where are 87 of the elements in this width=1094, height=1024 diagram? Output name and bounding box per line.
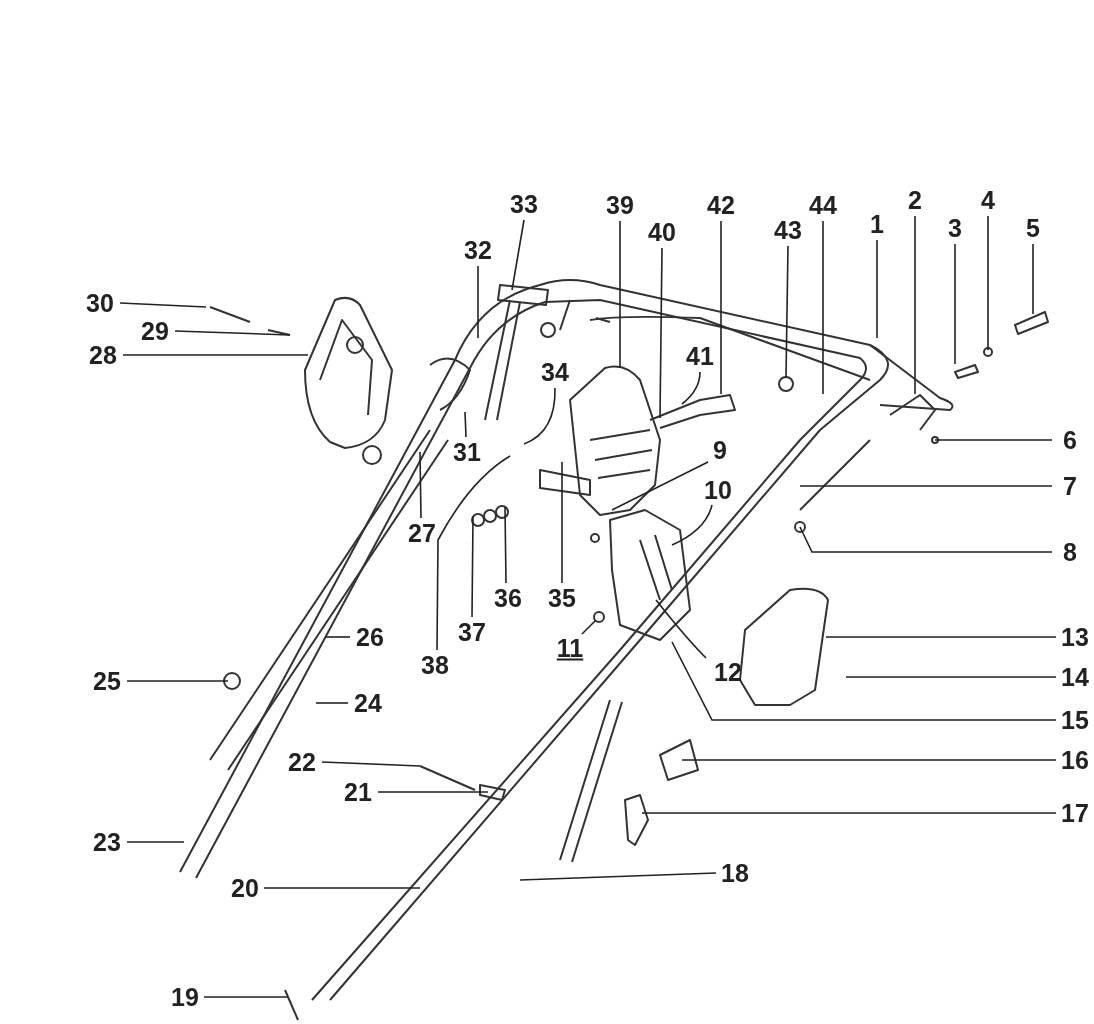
leader-line [419,451,422,519]
leader-line [263,887,421,889]
callout-number: 18 [721,860,749,886]
leader-line [659,247,663,419]
callout-number: 33 [510,191,538,217]
leader-line [914,215,916,395]
callout-number: 42 [707,192,735,218]
leader-line [203,996,289,998]
callout-number: 13 [1061,624,1089,650]
callout-number: 7 [1063,473,1077,499]
leader-line [321,761,421,767]
callout-number: 9 [713,437,727,463]
leader-line [523,387,556,445]
leader-line [720,220,722,395]
leader-line [1032,243,1034,315]
leader-line [671,504,713,546]
callout-number: 6 [1063,427,1077,453]
callout-number: 30 [86,290,114,316]
callout-number: 19 [171,984,199,1010]
callout-number: 29 [141,318,169,344]
leader-line [934,439,1053,441]
leader-line [799,526,1053,553]
callout-number: 27 [408,520,436,546]
callout-number: 8 [1063,539,1077,565]
callout-number: 44 [809,192,837,218]
callout-number: 20 [231,875,259,901]
leader-line [785,245,789,379]
callout-number: 36 [494,585,522,611]
callout-number: 37 [458,619,486,645]
leader-line [464,411,467,438]
callout-number: 1 [870,211,884,237]
leader-line [511,219,525,291]
leader-line [681,371,701,405]
leader-line [655,599,707,659]
leader-line [619,220,621,369]
callout-number: 34 [541,359,569,385]
callout-number: 31 [453,439,481,465]
callout-number: 40 [648,219,676,245]
leader-line [799,485,1053,487]
leader-line [876,239,878,339]
leader-line [377,791,489,793]
leader-line [681,759,1057,761]
leader-line [611,461,709,511]
callout-number: 10 [704,477,732,503]
leader-line [122,354,309,356]
leader-line [987,215,989,351]
leader-line [471,516,474,618]
callout-number: 24 [354,690,382,716]
callout-number: 26 [356,624,384,650]
callout-number: 32 [464,237,492,263]
callout-number: 22 [288,749,316,775]
callout-number: 21 [344,779,372,805]
leader-line [845,676,1057,678]
callout-number: 35 [548,585,576,611]
callout-number: 17 [1061,800,1089,826]
callout-number: 41 [686,343,714,369]
callout-number: 4 [981,187,995,213]
leader-line [671,641,1057,721]
leader-line [822,220,824,395]
leader-line [126,680,229,682]
leader-line [126,841,185,843]
callout-number: 5 [1026,215,1040,241]
callout-number: 39 [606,192,634,218]
leader-line [561,461,563,584]
callout-number: 11 [556,635,584,661]
leader-line [519,872,717,881]
leader-line [174,330,291,336]
callout-number: 3 [948,215,962,241]
leader-line [641,812,1057,814]
callout-number: 16 [1061,747,1089,773]
leader-line [436,455,511,651]
callout-number: 28 [89,342,117,368]
callout-number: 2 [908,187,922,213]
leader-line [325,636,351,638]
callout-number: 23 [93,829,121,855]
leader-line [825,636,1057,638]
callout-number: 38 [421,652,449,678]
callout-number: 43 [774,217,802,243]
callout-number: 15 [1061,707,1089,733]
leader-line [477,265,479,339]
callout-number: 14 [1061,664,1089,690]
leader-line [954,243,956,365]
leader-line [119,302,207,308]
callout-number: 25 [93,668,121,694]
leader-line [315,702,349,704]
leader-line [581,619,597,635]
leader-line [504,506,507,584]
